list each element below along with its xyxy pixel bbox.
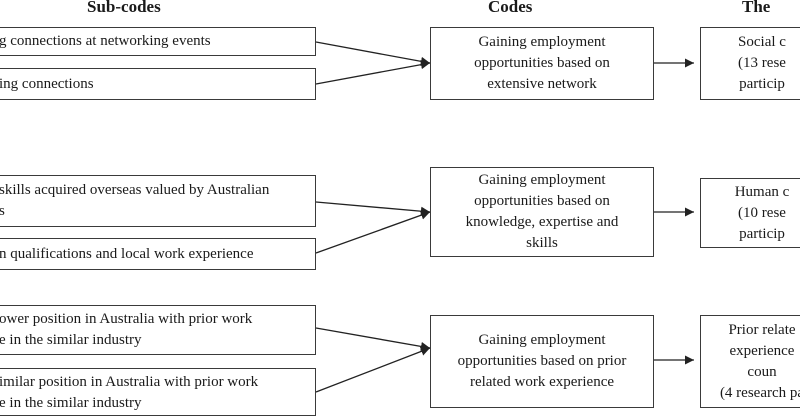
theme-text: particip <box>739 225 785 242</box>
arrow-r1-sub2 <box>315 60 431 85</box>
theme-box-r2: Human c (10 rese particip <box>700 178 800 248</box>
subcode-box-r1-2: ing connections <box>0 68 316 100</box>
subcode-text: e in the similar industry <box>0 332 142 348</box>
theme-text: particip <box>739 76 785 92</box>
arrow-r3-sub2 <box>315 347 431 393</box>
theme-box-r3: Prior relate experience coun (4 research… <box>700 315 800 408</box>
header-codes: Codes <box>488 0 533 16</box>
code-text: Gaining employment <box>478 172 606 188</box>
code-box-r3: Gaining employment opportunities based o… <box>430 315 654 408</box>
code-text: opportunities based on prior <box>457 353 627 369</box>
code-text: extensive network <box>487 76 597 92</box>
arrow-r2-sub2 <box>315 210 431 254</box>
theme-text: Prior relate <box>728 321 796 338</box>
code-text: Gaining employment <box>478 34 606 50</box>
subcode-text: skills acquired overseas valued by Austr… <box>0 182 270 198</box>
code-text: Gaining employment <box>478 332 606 348</box>
subcode-text: imilar position in Australia with prior … <box>0 374 259 390</box>
subcode-text: e in the similar industry <box>0 395 142 411</box>
code-box-r1: Gaining employment opportunities based o… <box>430 27 654 100</box>
header-subcodes: Sub-codes <box>87 0 161 16</box>
code-text: opportunities based on <box>474 193 610 209</box>
theme-text: (10 rese <box>738 204 786 221</box>
code-text: skills <box>526 235 558 251</box>
arrow-r2-sub1 <box>315 201 431 216</box>
theme-text: Human c <box>734 183 790 200</box>
theme-text: (4 research pa <box>719 384 800 401</box>
subcode-box-r2-2: n qualifications and local work experien… <box>0 238 316 270</box>
subcode-text: s <box>0 203 5 219</box>
subcode-box-r1-1: g connections at networking events <box>0 27 316 56</box>
header-themes: The <box>742 0 771 16</box>
code-text: opportunities based on <box>474 55 610 71</box>
subcode-text: g connections at networking events <box>0 33 211 49</box>
code-text: knowledge, expertise and <box>465 214 619 230</box>
code-box-r2: Gaining employment opportunities based o… <box>430 167 654 257</box>
subcode-box-r2-1: skills acquired overseas valued by Austr… <box>0 175 316 227</box>
arrow-r3-sub1 <box>315 327 431 351</box>
theme-text: Social c <box>738 34 786 50</box>
subcode-text: ing connections <box>0 76 94 92</box>
arrow-r1-sub1 <box>315 41 431 66</box>
subcode-box-r3-1: ower position in Australia with prior wo… <box>0 305 316 355</box>
theme-text: (13 rese <box>738 55 786 71</box>
code-text: related work experience <box>469 374 615 390</box>
theme-box-r1: Social c (13 rese particip <box>700 27 800 100</box>
subcode-text: ower position in Australia with prior wo… <box>0 311 253 327</box>
subcode-box-r3-2: imilar position in Australia with prior … <box>0 368 316 416</box>
theme-text: experience <box>729 342 795 359</box>
subcode-text: n qualifications and local work experien… <box>0 246 254 262</box>
theme-text: coun <box>747 363 777 380</box>
